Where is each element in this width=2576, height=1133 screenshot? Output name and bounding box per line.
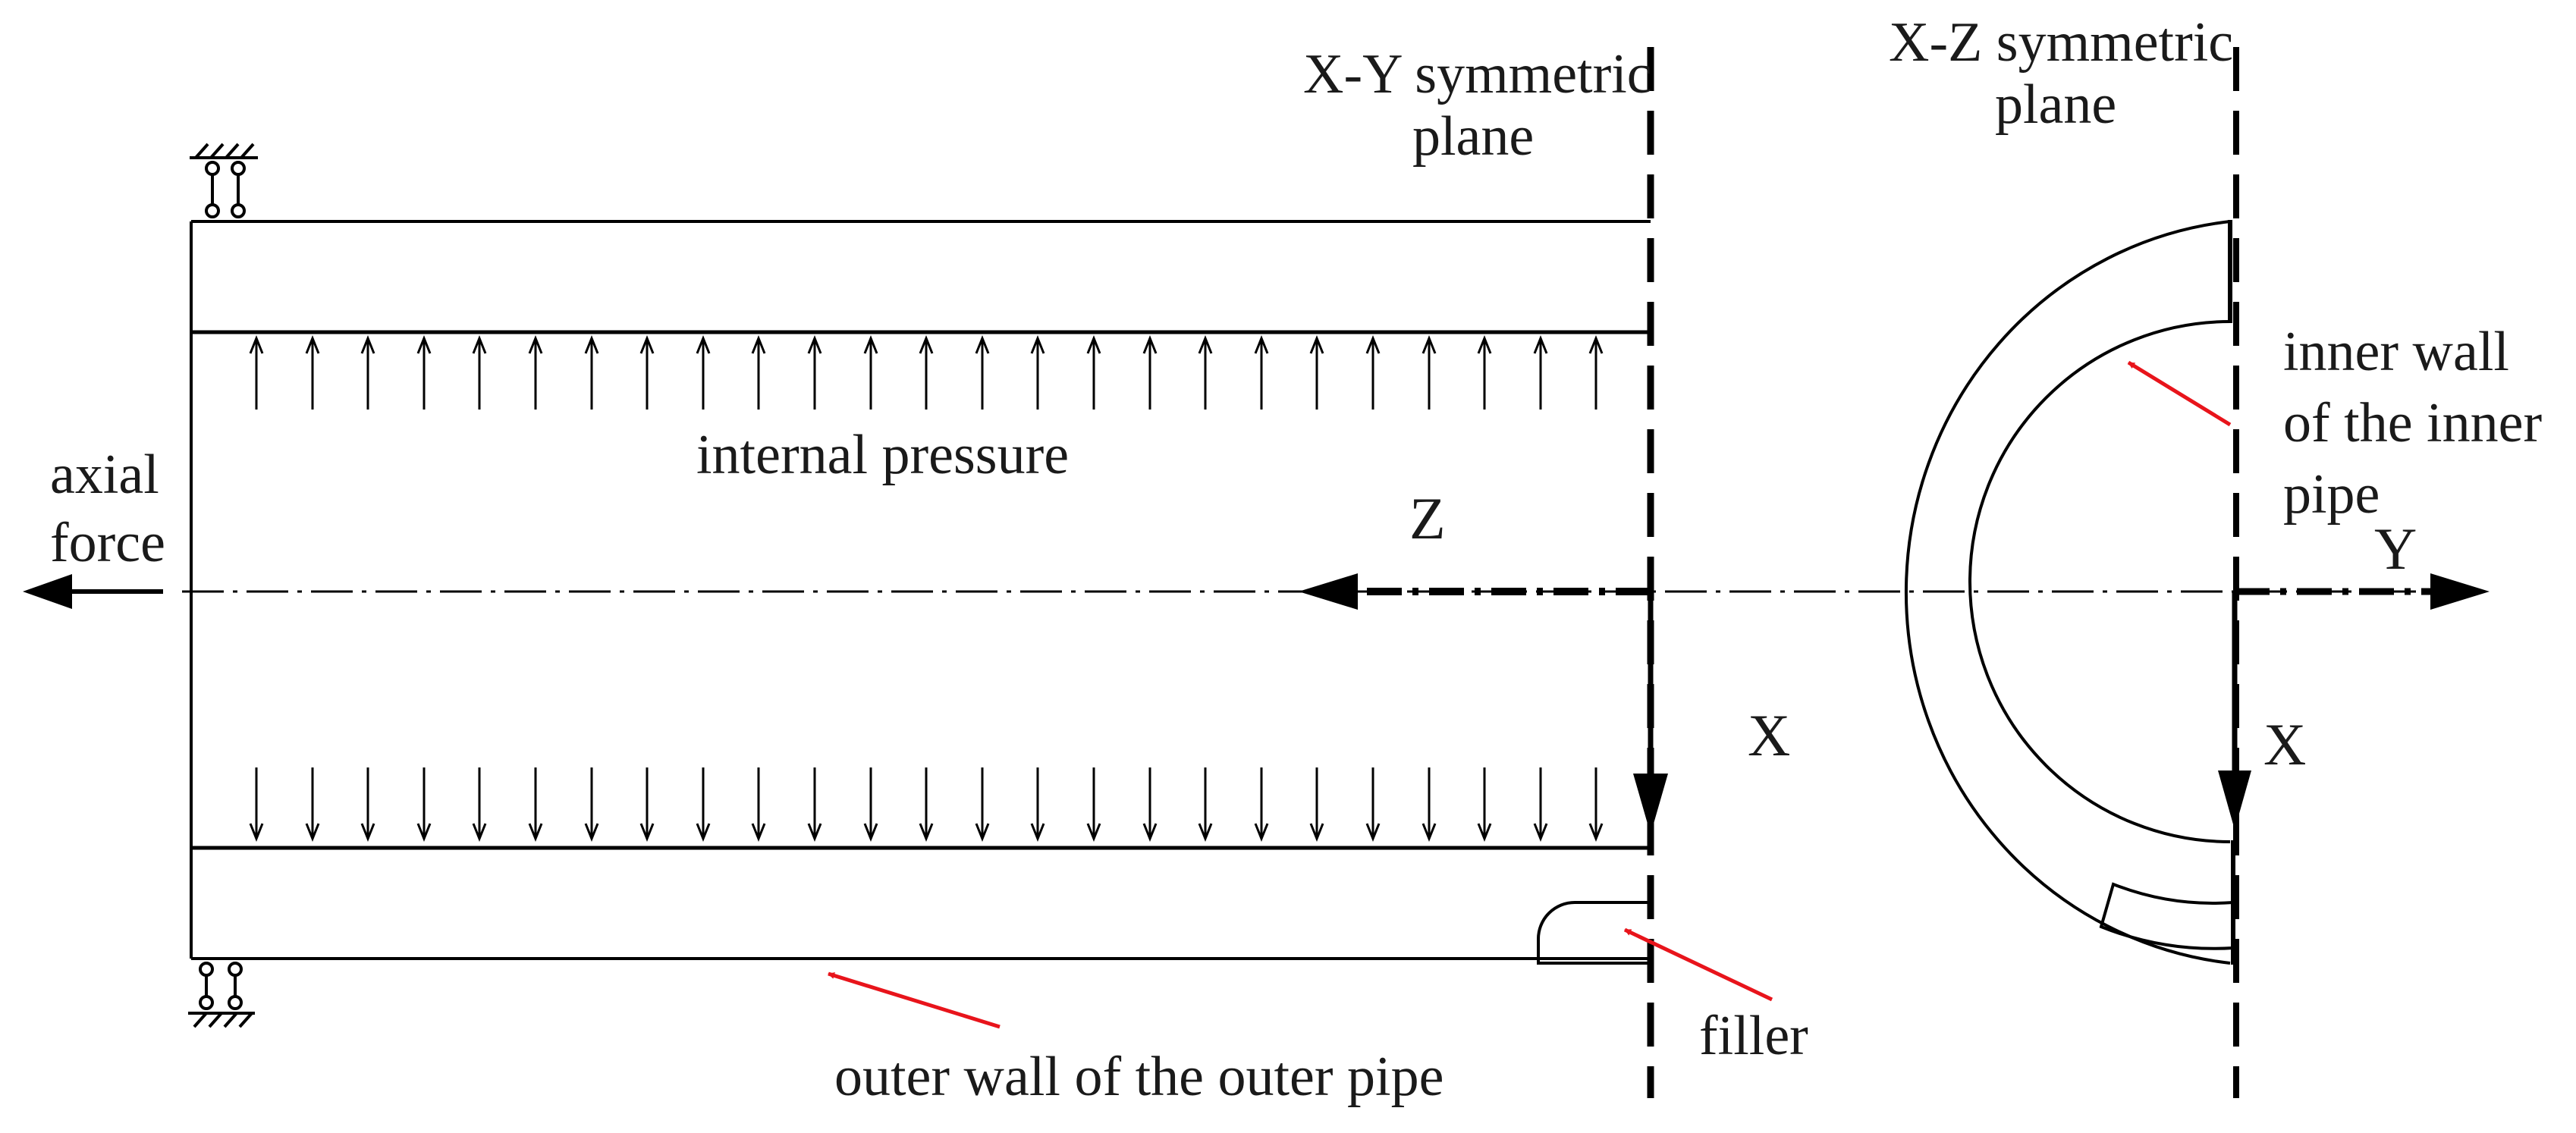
pressure-arrow-up-head-4 xyxy=(472,334,487,354)
x-axis-left-label: X xyxy=(1748,702,1790,768)
pressure-arrow-down-head-8 xyxy=(696,823,711,843)
inner-wall-label-line3: pipe xyxy=(2283,463,2380,526)
xy-plane-label-line2: plane xyxy=(1412,105,1534,168)
pressure-arrow-up-head-17 xyxy=(1198,334,1213,354)
pressure-arrow-up-head-16 xyxy=(1142,334,1158,354)
pressure-arrow-up-head-8 xyxy=(696,334,711,354)
pressure-arrow-up-head-9 xyxy=(751,334,766,354)
outer-wall-pointer-arrow xyxy=(828,971,1001,1029)
pressure-arrow-down-head-5 xyxy=(528,823,543,843)
pressure-arrow-down-head-3 xyxy=(416,823,432,843)
filler-label: filler xyxy=(1699,1005,1808,1067)
xz-plane-label-line1: X-Z symmetric xyxy=(1889,11,2233,74)
pressure-arrow-up-head-12 xyxy=(919,334,934,354)
pressure-arrow-down-head-1 xyxy=(305,823,320,843)
pressure-arrow-up-head-11 xyxy=(863,334,878,354)
pressure-arrow-down-head-22 xyxy=(1477,823,1492,843)
inner-pipe-inner-wall-arc xyxy=(1968,320,2231,843)
pressure-arrow-down-head-19 xyxy=(1309,823,1324,843)
pressure-arrow-up-head-22 xyxy=(1477,334,1492,354)
pressure-arrow-up-head-3 xyxy=(416,334,432,354)
cross-section xyxy=(1904,47,2490,1098)
pressure-arrow-up-head-5 xyxy=(528,334,543,354)
pressure-arrow-up-head-21 xyxy=(1422,334,1437,354)
top-support-icon xyxy=(190,143,258,218)
inner-wall-pointer-arrow xyxy=(2127,360,2232,427)
pressure-arrow-up-head-10 xyxy=(807,334,822,354)
pressure-arrow-down-head-16 xyxy=(1142,823,1158,843)
inner-wall-label-line1: inner wall xyxy=(2283,321,2509,383)
pressure-arrow-up-head-20 xyxy=(1365,334,1381,354)
pressure-arrow-up-head-13 xyxy=(975,334,990,354)
pressure-arrow-down-head-7 xyxy=(639,823,655,843)
inner-wall-label-line2: of the inner xyxy=(2283,392,2542,454)
pressure-arrow-down-head-15 xyxy=(1086,823,1101,843)
pressure-arrow-down-head-9 xyxy=(751,823,766,843)
filler-section xyxy=(1537,901,1651,965)
axial-force-label-line1: axial xyxy=(50,444,159,506)
pressure-arrow-down-head-12 xyxy=(919,823,934,843)
internal-pressure-arrows-up xyxy=(249,334,1604,410)
pressure-arrow-down-head-18 xyxy=(1254,823,1269,843)
pressure-arrow-down-head-23 xyxy=(1533,823,1548,843)
axial-force-arrow-head xyxy=(23,574,72,609)
internal-pressure-label: internal pressure xyxy=(696,424,1069,486)
outer-pipe-outer-wall-arc xyxy=(1904,220,2231,965)
x-axis-right-arrow-head xyxy=(2218,771,2251,830)
xy-plane-label-line1: X-Y symmetric xyxy=(1303,43,1652,105)
internal-pressure-arrows-down xyxy=(249,767,1604,843)
pressure-arrow-up-head-0 xyxy=(249,334,264,354)
z-axis-label: Z xyxy=(1409,485,1446,551)
pressure-arrow-up-head-19 xyxy=(1309,334,1324,354)
x-axis-right-label: X xyxy=(2263,711,2306,777)
outer-wall-label: outer wall of the outer pipe xyxy=(834,1046,1444,1108)
z-axis-arrow-head xyxy=(1299,573,1358,610)
pressure-arrow-up-head-1 xyxy=(305,334,320,354)
pressure-arrow-down-head-11 xyxy=(863,823,878,843)
pressure-arrow-up-head-2 xyxy=(360,334,375,354)
pressure-arrow-down-head-21 xyxy=(1422,823,1437,843)
pressure-arrow-down-head-10 xyxy=(807,823,822,843)
pressure-arrow-down-head-13 xyxy=(975,823,990,843)
pressure-arrow-down-head-14 xyxy=(1030,823,1045,843)
pressure-arrow-up-head-24 xyxy=(1588,334,1604,354)
axial-force-label-line2: force xyxy=(50,512,165,574)
pressure-arrow-up-head-14 xyxy=(1030,334,1045,354)
pressure-arrow-down-head-4 xyxy=(472,823,487,843)
x-axis-left-arrow-head xyxy=(1633,774,1668,834)
pressure-arrow-up-head-6 xyxy=(584,334,599,354)
xz-plane-label-line2: plane xyxy=(1995,74,2116,136)
pressure-arrow-up-head-18 xyxy=(1254,334,1269,354)
pressure-arrow-down-head-20 xyxy=(1365,823,1381,843)
pressure-arrow-down-head-24 xyxy=(1588,823,1604,843)
filler-pointer-arrow xyxy=(1623,927,1773,1002)
pressure-arrow-down-head-0 xyxy=(249,823,264,843)
pressure-arrow-down-head-17 xyxy=(1198,823,1213,843)
filler-cross-section xyxy=(2099,882,2235,950)
pressure-arrow-up-head-15 xyxy=(1086,334,1101,354)
pressure-arrow-down-head-6 xyxy=(584,823,599,843)
y-axis-label: Y xyxy=(2374,516,2417,582)
pressure-arrow-up-head-7 xyxy=(639,334,655,354)
longitudinal-section xyxy=(23,47,2450,1098)
pressure-arrow-down-head-2 xyxy=(360,823,375,843)
pressure-arrow-up-head-23 xyxy=(1533,334,1548,354)
bottom-support-icon xyxy=(188,962,255,1028)
y-axis-arrow-head xyxy=(2430,573,2490,610)
